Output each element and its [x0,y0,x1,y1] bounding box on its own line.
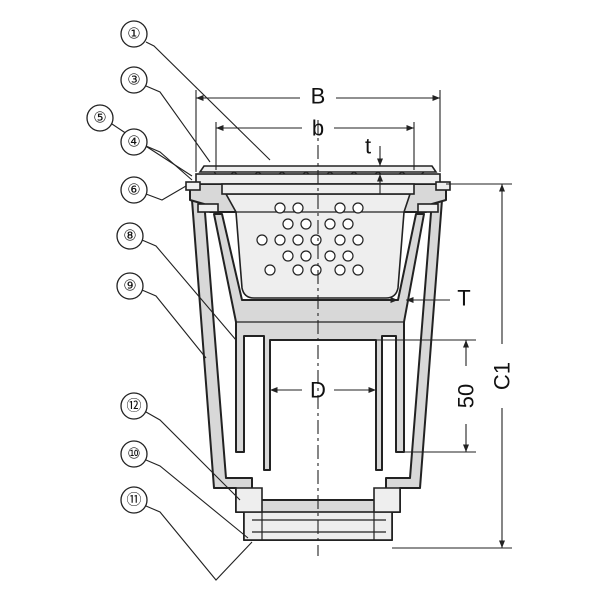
part-label-8: ⑧ [116,222,144,250]
part-label-3: ③ [120,66,148,94]
dim-T-label: T [457,286,470,311]
part-label-1: ① [120,20,148,48]
part-label-6: ⑥ [120,176,148,204]
dim-50-label: 50 [454,384,479,408]
svg-text:⑪: ⑪ [126,492,141,509]
dim-B-label: B [311,84,326,109]
dim-t-line [372,146,390,194]
svg-text:③: ③ [127,72,140,89]
part-label-12: ⑫ [120,392,148,420]
svg-text:⑥: ⑥ [127,182,140,199]
dim-b-label: b [312,116,324,141]
part-label-9: ⑨ [116,272,144,300]
svg-text:⑩: ⑩ [127,446,140,463]
part-label-10: ⑩ [120,440,148,468]
dim-50-line [376,339,476,453]
part-label-5: ⑤ [86,104,114,132]
part-label-4: ④ [120,128,148,156]
inner-trap [213,213,425,471]
svg-text:⑤: ⑤ [93,110,106,127]
leader-lines [111,41,271,581]
svg-text:④: ④ [127,134,140,151]
svg-text:①: ① [127,26,140,43]
basket-holes [256,202,364,276]
svg-text:⑧: ⑧ [123,228,136,245]
dim-C1-line [392,183,512,549]
svg-text:⑨: ⑨ [123,278,136,295]
dim-D-label: D [310,378,326,403]
dim-C1-label: C1 [490,362,515,390]
svg-text:⑫: ⑫ [126,398,141,415]
part-labels: ① ③ ⑤ ④ ⑥ ⑧ ⑨ ⑫ [86,20,148,514]
dim-B-line [195,90,441,172]
dimension-labels: B b t T D 50 C1 [310,84,514,409]
dim-b-line [215,122,415,170]
dim-t-label: t [365,134,371,159]
part-label-11: ⑪ [120,486,148,514]
